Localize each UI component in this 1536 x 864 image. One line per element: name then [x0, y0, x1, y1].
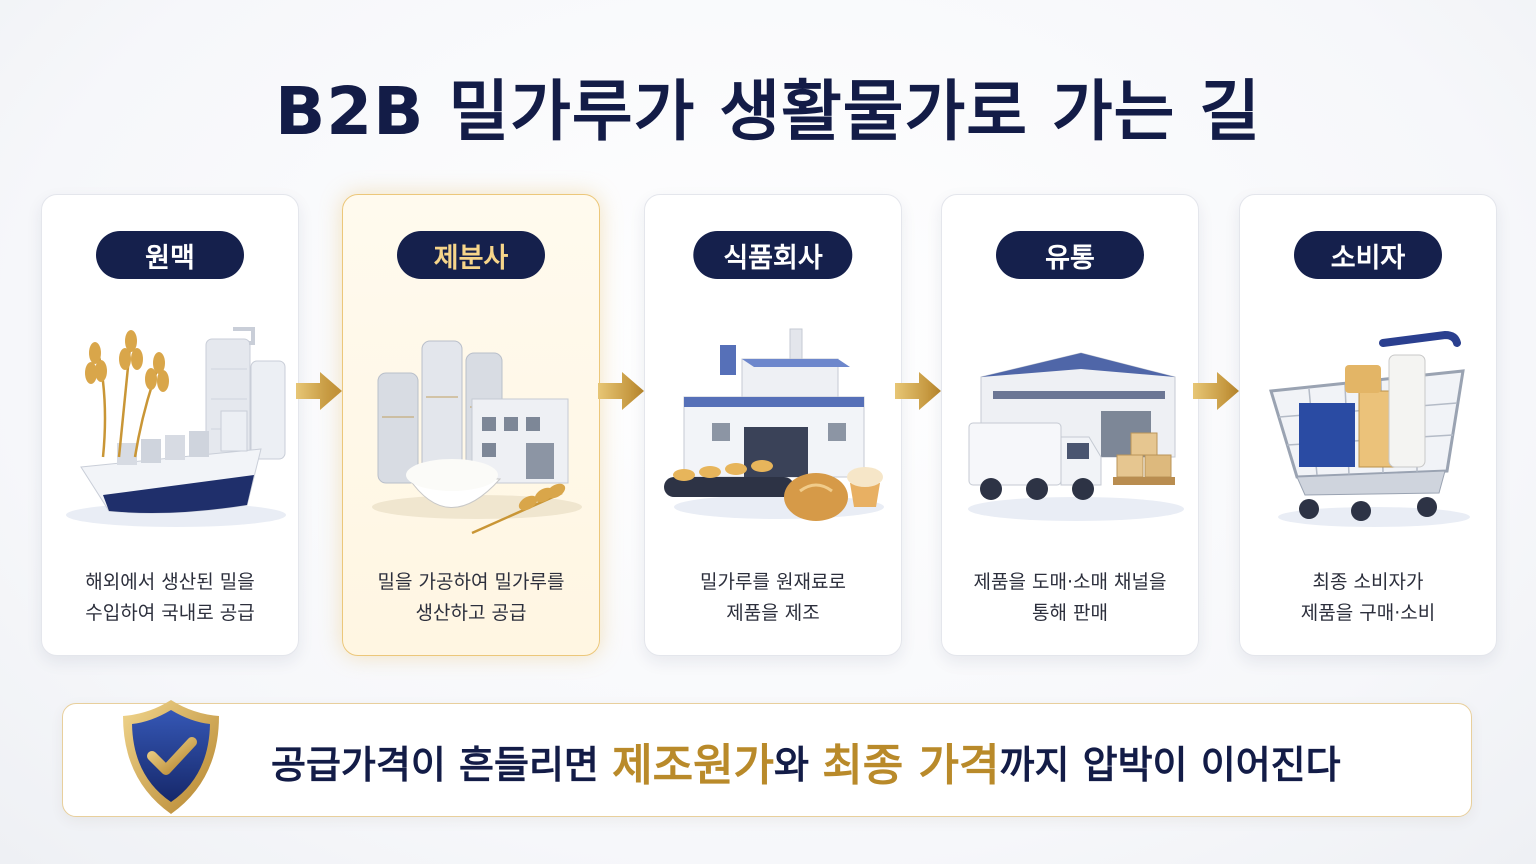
- stage-description: 최종 소비자가 제품을 구매·소비: [1240, 567, 1496, 629]
- desc-line: 밀가루를 원재료로: [700, 571, 846, 593]
- arrow-right-icon: [598, 372, 644, 410]
- banner-message: 공급가격이 흔들리면 제조원가 와 최종 가격 까지 압박이 이어진다: [271, 726, 1411, 796]
- stage-description: 밀을 가공하여 밀가루를 생산하고 공급: [343, 567, 599, 629]
- desc-line: 해외에서 생산된 밀을: [85, 571, 255, 593]
- stage-card-consumer: 소비자 최종 소비자가 제품을 구매·소비: [1239, 194, 1497, 656]
- stage-card-distribution: 유통 제품을 도매·소매 채널을 통해 판매: [941, 194, 1199, 656]
- desc-line: 수입하여 국내로 공급: [85, 602, 255, 624]
- stage-card-flour-mill: 제분사 밀을 가공하여 밀가루를 생산하고 공급: [342, 194, 600, 656]
- arrow-right-icon: [895, 372, 941, 410]
- desc-line: 최종 소비자가: [1312, 571, 1424, 593]
- desc-line: 제품을 제조: [726, 602, 820, 624]
- stage-label: 제분사: [397, 231, 545, 279]
- stage-description: 밀가루를 원재료로 제품을 제조: [645, 567, 901, 629]
- desc-line: 생산하고 공급: [415, 602, 527, 624]
- desc-line: 제품을 구매·소비: [1300, 602, 1436, 624]
- desc-line: 밀을 가공하여 밀가루를: [377, 571, 565, 593]
- arrow-right-icon: [1193, 372, 1239, 410]
- stage-card-raw-wheat: 원맥 해외에서 생산된 밀을 수입하여 국내로 공급: [41, 194, 299, 656]
- shopping-cart-icon: [1269, 330, 1470, 527]
- food-factory-icon: [664, 328, 884, 521]
- stage-label: 유통: [996, 231, 1144, 279]
- stage-label: 원맥: [96, 231, 244, 279]
- banner-text: 공급가격이 흔들리면: [271, 742, 613, 787]
- stage-label: 소비자: [1294, 231, 1442, 279]
- page-title: B2B 밀가루가 생활물가로 가는 길: [274, 73, 1262, 150]
- flour-mill-icon: [372, 340, 582, 535]
- banner-text: 와: [774, 742, 823, 787]
- banner-text: 까지 압박이 이어진다: [999, 742, 1341, 787]
- wheat-ship-silo-icon: [66, 327, 286, 527]
- warehouse-truck-icon: [968, 352, 1184, 521]
- highlight-final-price: 최종 가격: [822, 740, 1000, 791]
- conclusion-banner: 공급가격이 흔들리면 제조원가 와 최종 가격 까지 압박이 이어진다: [62, 700, 1472, 817]
- highlight-manufacturing-cost: 제조원가: [612, 740, 775, 791]
- stage-label: 식품회사: [693, 231, 853, 279]
- stage-card-food-company: 식품회사 밀가루를 원재료로 제품을 제조: [644, 194, 902, 656]
- stage-description: 해외에서 생산된 밀을 수입하여 국내로 공급: [42, 567, 298, 629]
- desc-line: 통해 판매: [1032, 602, 1108, 624]
- desc-line: 제품을 도매·소매 채널을: [973, 571, 1167, 593]
- stage-description: 제품을 도매·소매 채널을 통해 판매: [942, 567, 1198, 629]
- arrow-right-icon: [296, 372, 342, 410]
- shield-check-icon: [123, 700, 219, 814]
